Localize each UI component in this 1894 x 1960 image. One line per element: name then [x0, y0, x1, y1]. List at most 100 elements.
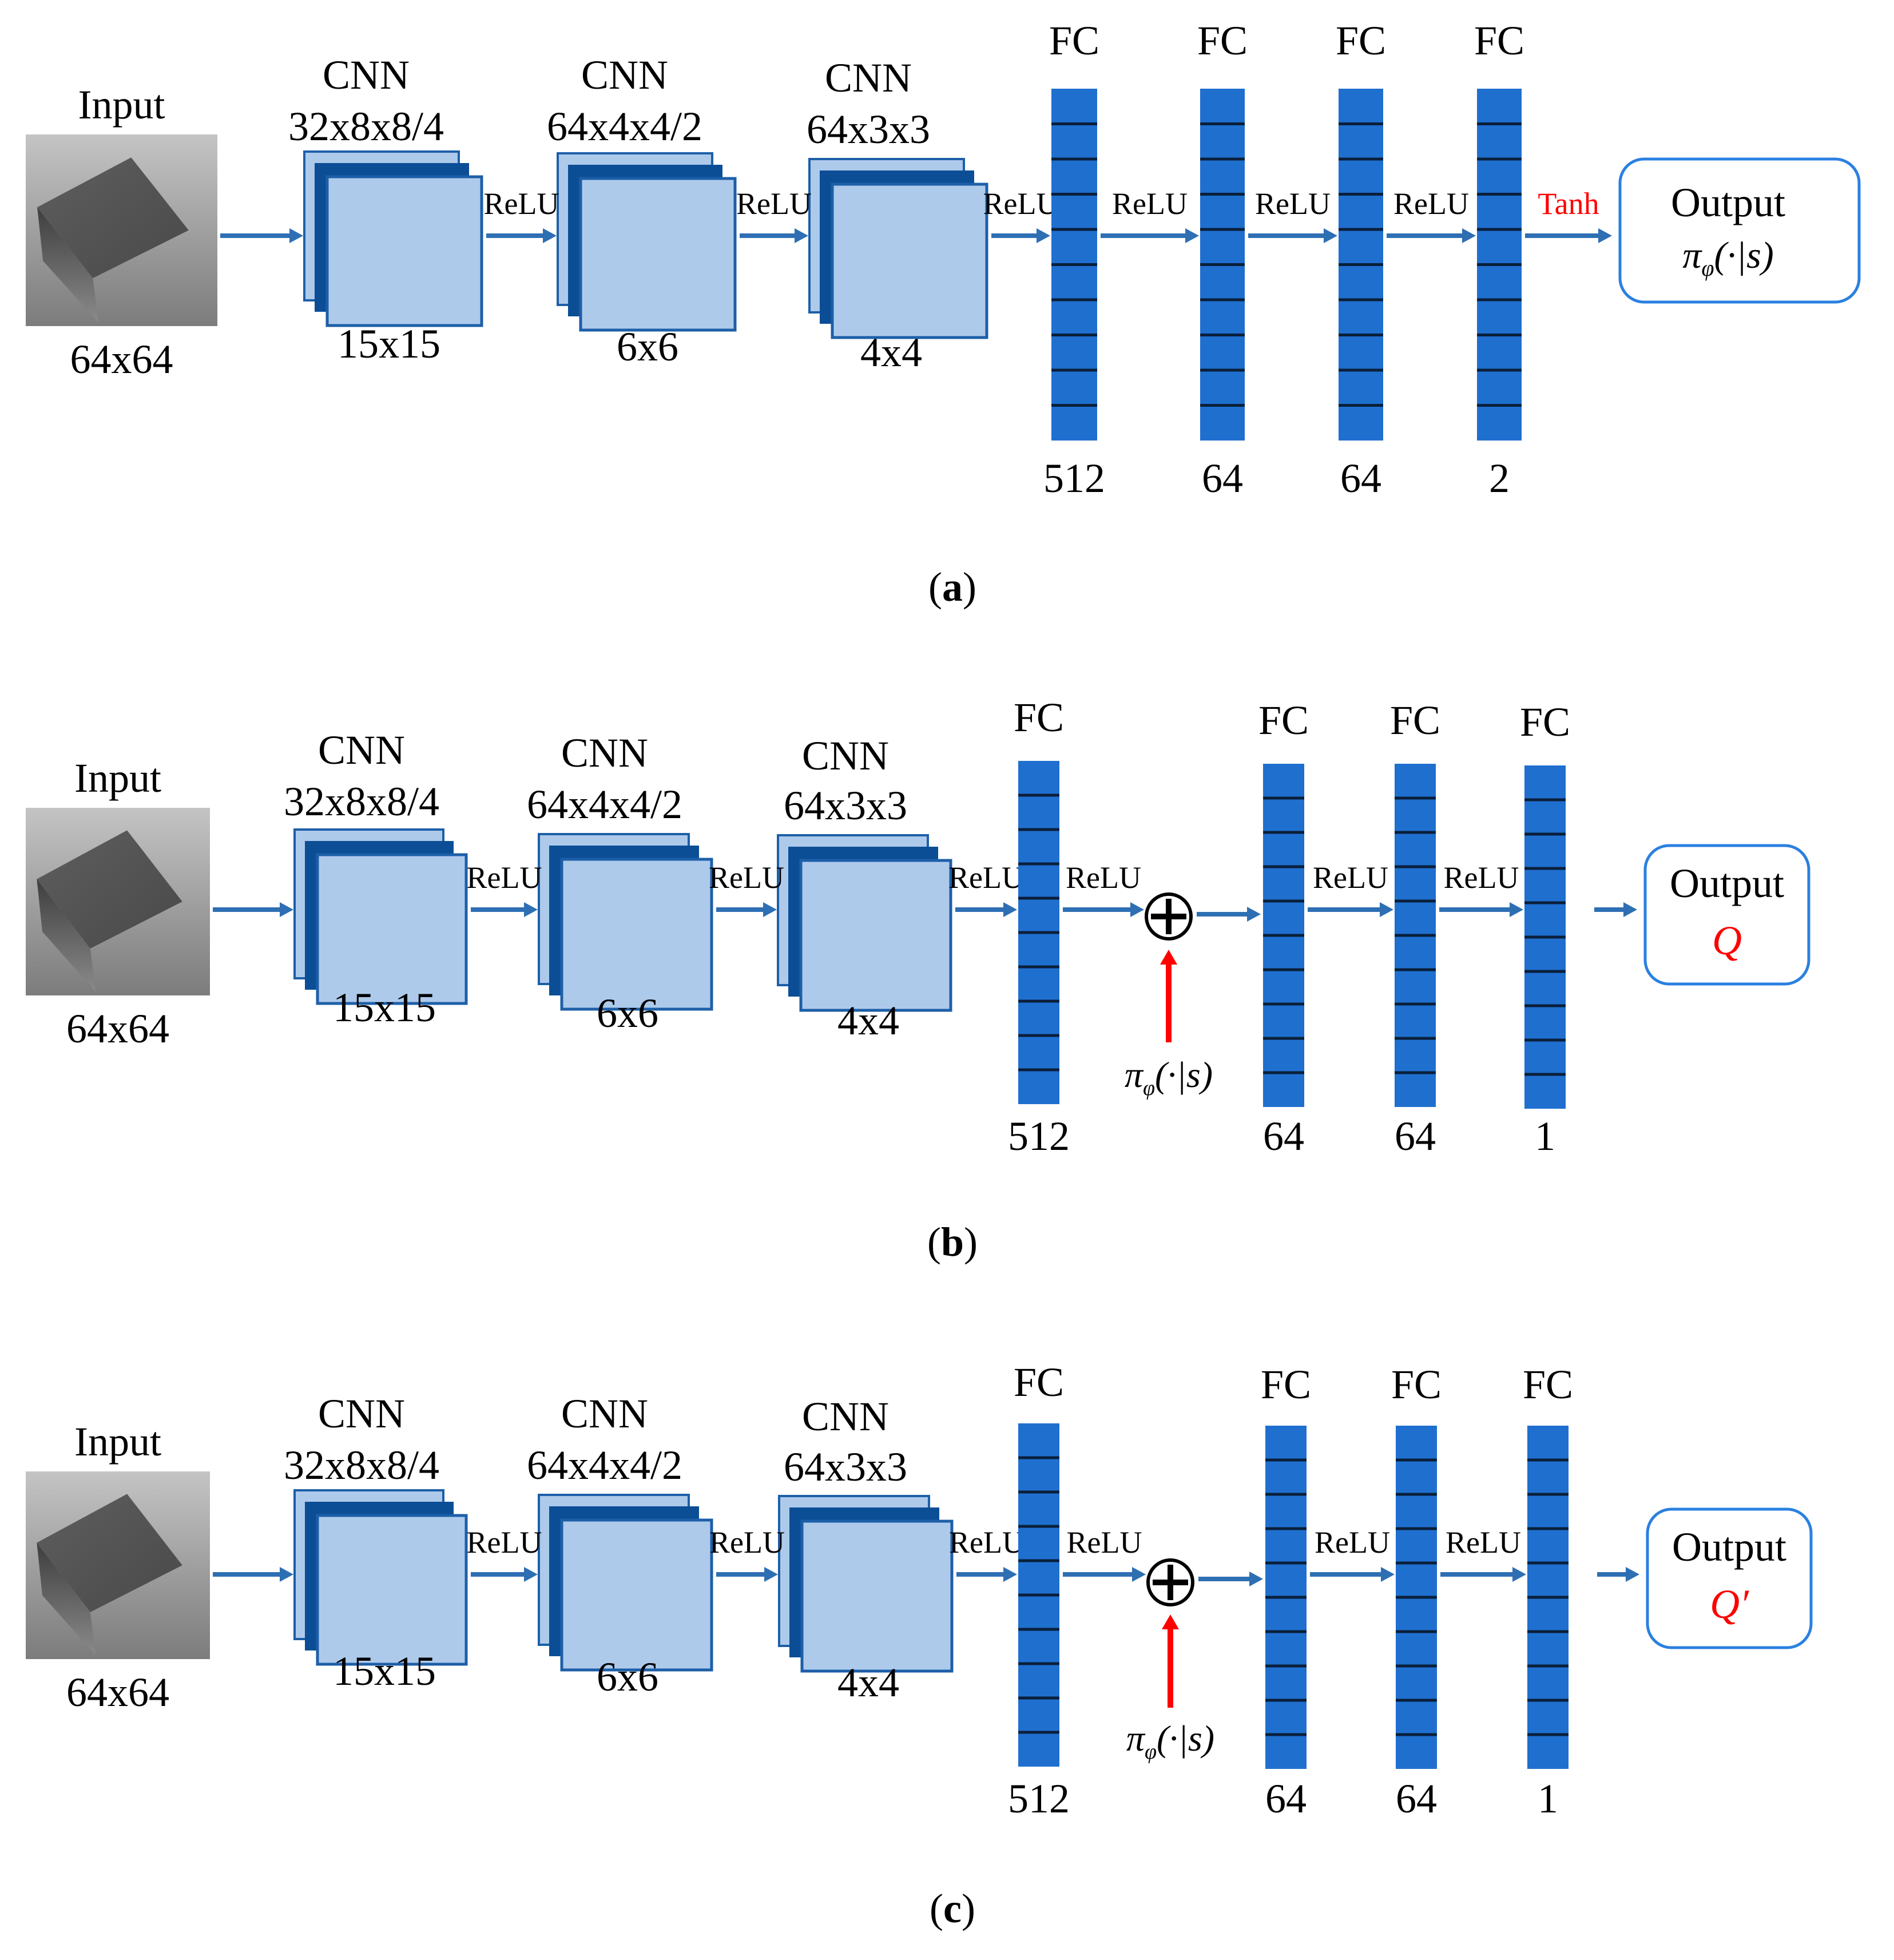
- feature-map-front: [799, 859, 952, 1012]
- fc-unit-divider: [1263, 831, 1304, 834]
- input-image: [26, 808, 210, 995]
- fc-unit-divider: [1339, 193, 1383, 196]
- fc-unit-divider: [1395, 1071, 1436, 1074]
- cnn-spec-label: 64x4x4/2: [527, 1442, 682, 1488]
- relu-arrow: [740, 228, 808, 243]
- fc-unit-divider: [1265, 1699, 1307, 1702]
- fc-units-label: 64: [1395, 1113, 1436, 1159]
- fc-unit-divider: [1200, 368, 1245, 372]
- fc-units-label: 512: [1043, 455, 1105, 501]
- fc-unit-divider: [1018, 1696, 1059, 1700]
- policy-input-arrow: [1162, 1614, 1179, 1708]
- cnn-layer-3: [778, 1495, 954, 1673]
- fc-layer-3: [1396, 1426, 1437, 1769]
- cnn-layer-2: [557, 152, 737, 332]
- fc-unit-divider: [1396, 1527, 1437, 1530]
- fc-title: FC: [1197, 18, 1248, 64]
- concat-arrow: [1197, 907, 1261, 922]
- cnn-layer-1: [293, 828, 468, 1005]
- fc-layer-3: [1339, 89, 1383, 441]
- fc-unit-divider: [1339, 368, 1383, 372]
- fc-unit-divider: [1051, 368, 1097, 372]
- cnn-layer-1: [303, 150, 483, 327]
- cube-top-face: [37, 157, 189, 279]
- fc-unit-divider: [1395, 865, 1436, 868]
- fc-unit-divider: [1527, 1664, 1569, 1668]
- fc-unit-divider: [1527, 1527, 1569, 1530]
- fc-unit-divider: [1265, 1630, 1307, 1633]
- fc-unit-divider: [1524, 798, 1566, 802]
- fc-unit-divider: [1200, 157, 1245, 161]
- fc-layer-2: [1200, 89, 1245, 441]
- fc-units-label: 512: [1008, 1113, 1070, 1159]
- fc-unit-divider: [1018, 965, 1059, 969]
- feature-map-front: [800, 1519, 954, 1673]
- cnn-spec-label: 64x4x4/2: [547, 104, 702, 149]
- fc-unit-divider: [1018, 828, 1059, 831]
- fc-unit-divider: [1200, 298, 1245, 301]
- relu-label: ReLU: [1067, 1525, 1142, 1560]
- feature-map-front: [316, 1514, 468, 1666]
- relu-label: ReLU: [709, 1525, 785, 1560]
- fc-unit-divider: [1524, 1004, 1566, 1007]
- relu-label: ReLU: [736, 187, 812, 221]
- fc-title: FC: [1520, 699, 1570, 745]
- cnn-layer-3: [808, 158, 988, 339]
- fc-unit-divider: [1396, 1596, 1437, 1599]
- relu-arrow: [1248, 228, 1337, 243]
- relu-label: ReLU: [1313, 860, 1388, 895]
- fc-unit-divider: [1395, 831, 1436, 834]
- fc-title: FC: [1258, 697, 1309, 743]
- feature-map-front: [579, 177, 737, 332]
- feature-map-front: [831, 182, 988, 339]
- cnn-title: CNN: [561, 1391, 648, 1437]
- fc-unit-divider: [1265, 1458, 1307, 1462]
- cnn-title: CNN: [581, 52, 668, 98]
- fc-unit-divider: [1051, 404, 1097, 407]
- cnn-layer-1: [293, 1489, 468, 1666]
- relu-arrow: [716, 1567, 778, 1582]
- fc-unit-divider: [1200, 404, 1245, 407]
- cube-top-face: [37, 1494, 182, 1612]
- cnn-title: CNN: [825, 55, 912, 101]
- output-title: Output: [1670, 860, 1784, 906]
- cnn-output-size: 6x6: [597, 990, 658, 1036]
- feature-map-front: [560, 858, 713, 1011]
- fc-unit-divider: [1524, 867, 1566, 870]
- panel-a: Input64x64CNN32x8x8/415x15CNN64x4x4/26x6…: [26, 18, 1861, 610]
- fc-unit-divider: [1527, 1733, 1569, 1736]
- fc-unit-divider: [1018, 931, 1059, 934]
- cube-side-face: [37, 879, 96, 992]
- fc-unit-divider: [1477, 193, 1522, 196]
- fc-unit-divider: [1339, 157, 1383, 161]
- fc-unit-divider: [1018, 793, 1059, 797]
- fc-layer-4: [1524, 765, 1566, 1109]
- cnn-layer-2: [538, 1494, 713, 1672]
- fc-title: FC: [1336, 18, 1386, 64]
- fc-unit-divider: [1265, 1733, 1307, 1736]
- fc-unit-divider: [1524, 935, 1566, 939]
- input-size-label: 64x64: [66, 1006, 169, 1052]
- relu-label: ReLU: [709, 860, 784, 895]
- input-arrow: [220, 228, 303, 243]
- fc-layer-2: [1265, 1426, 1307, 1769]
- fc-unit-divider: [1395, 934, 1436, 937]
- cnn-spec-label: 64x3x3: [807, 106, 930, 152]
- relu-arrow: [1310, 1567, 1395, 1582]
- fc-unit-divider: [1200, 193, 1245, 196]
- fc-unit-divider: [1477, 298, 1522, 301]
- tanh-label: Tanh: [1538, 187, 1599, 221]
- relu-arrow: [955, 902, 1017, 917]
- fc-unit-divider: [1396, 1664, 1437, 1668]
- relu-label: ReLU: [948, 860, 1024, 895]
- relu-arrow: [471, 902, 538, 917]
- fc-unit-divider: [1527, 1493, 1569, 1496]
- policy-input-label: πφ(·|s): [1126, 1718, 1214, 1764]
- cnn-spec-label: 32x8x8/4: [284, 779, 439, 824]
- fc-unit-divider: [1395, 899, 1436, 903]
- cnn-title: CNN: [318, 1391, 405, 1437]
- fc-unit-divider: [1477, 368, 1522, 372]
- input-title: Input: [74, 755, 161, 801]
- fc-unit-divider: [1395, 1037, 1436, 1040]
